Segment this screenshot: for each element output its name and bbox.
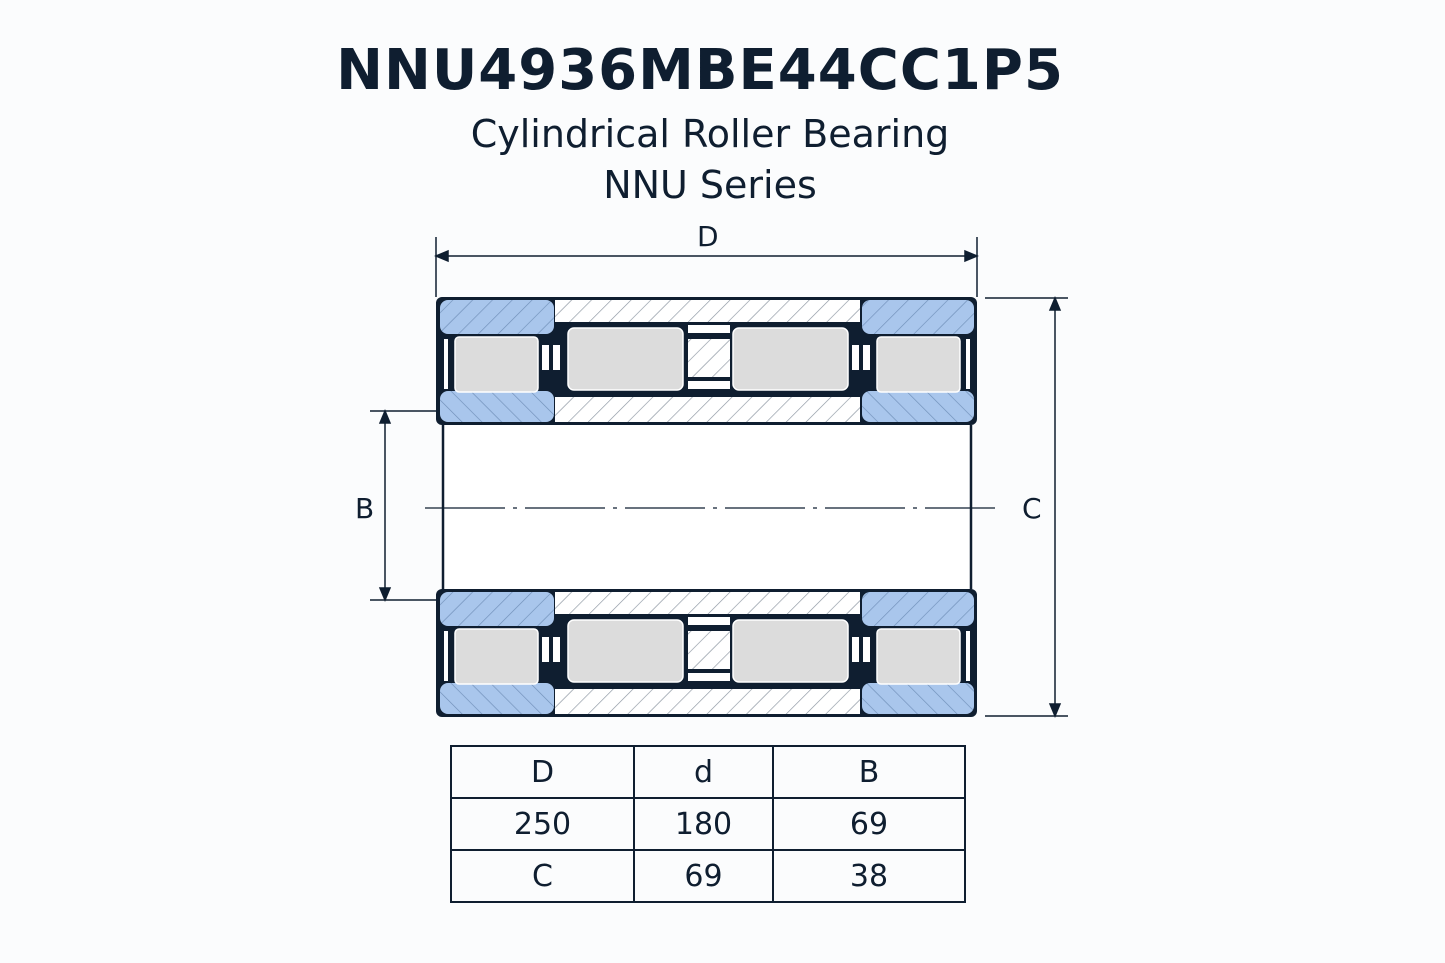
table-cell: 38 [772, 849, 966, 903]
dimension-label-d-outer: D [697, 220, 719, 253]
table-cell: 180 [633, 797, 774, 851]
table-cell: D [450, 745, 635, 799]
series-label: NNU Series [603, 163, 817, 207]
table-row: D d B [450, 745, 966, 799]
dimension-lines [370, 237, 1068, 718]
subtitle: Cylindrical Roller Bearing [470, 112, 950, 156]
table-cell: 250 [450, 797, 635, 851]
dimension-label-c: C [1022, 492, 1042, 525]
part-number-title: NNU4936MBE44CC1P5 [336, 38, 1064, 103]
outer-ring-lower [435, 588, 978, 718]
table-cell: B [772, 745, 966, 799]
table-row: 250 180 69 [450, 797, 966, 851]
outer-ring-upper [435, 296, 978, 426]
table-cell: 69 [633, 849, 774, 903]
table-cell: 69 [772, 797, 966, 851]
table-cell: d [633, 745, 774, 799]
dimension-table: D d B 250 180 69 C 69 38 [450, 745, 966, 903]
table-cell: C [450, 849, 635, 903]
dimension-label-b: B [355, 492, 375, 525]
table-row: C 69 38 [450, 849, 966, 903]
